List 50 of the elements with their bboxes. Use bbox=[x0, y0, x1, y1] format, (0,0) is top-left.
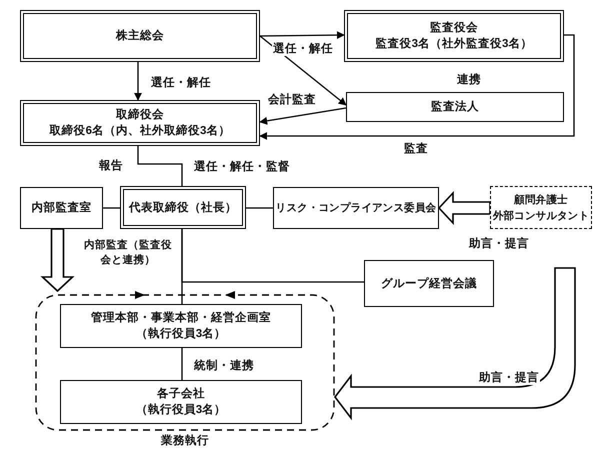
box-text: （執行役員3名） bbox=[136, 402, 226, 418]
block-arrow bbox=[334, 267, 576, 419]
block-arrow bbox=[40, 228, 75, 292]
org-box bbox=[120, 186, 246, 229]
box-text: 外部コンサルタント bbox=[492, 208, 590, 224]
org-box bbox=[346, 92, 564, 122]
edge-label: 会計監査 bbox=[267, 92, 317, 107]
arrow bbox=[259, 107, 346, 125]
group-label: 業務執行 bbox=[160, 433, 210, 448]
box-title: 管理本部・事業本部・経営企画室 bbox=[91, 310, 271, 326]
connector-line bbox=[181, 229, 183, 304]
box-title: 各子会社 bbox=[157, 386, 205, 402]
note-label: 連携 bbox=[456, 72, 482, 87]
org-box bbox=[273, 187, 439, 229]
edge-label: 統制・連携 bbox=[193, 358, 255, 373]
org-box bbox=[20, 100, 260, 146]
org-box bbox=[344, 10, 564, 62]
box-title: 内部監査室 bbox=[32, 200, 92, 216]
org-box bbox=[490, 186, 592, 229]
box-title: 代表取締役（社長） bbox=[129, 200, 237, 216]
box-title: グループ経営会議 bbox=[381, 276, 477, 292]
org-box bbox=[364, 260, 494, 307]
note-label: 報告 bbox=[98, 158, 124, 173]
org-box bbox=[20, 10, 260, 62]
box-title: リスク・コンプライアンス委員会 bbox=[276, 201, 436, 216]
connector-line bbox=[181, 348, 183, 380]
edge-label: 助言・提言 bbox=[468, 236, 530, 251]
arrow bbox=[260, 31, 345, 40]
edge-label: 監査 bbox=[403, 141, 429, 156]
box-title: 監査法人 bbox=[431, 99, 479, 115]
box-title: 顧問弁護士 bbox=[514, 192, 568, 208]
connector-line bbox=[246, 207, 273, 209]
box-text: 取締役6名（内、社外取締役3名） bbox=[50, 123, 230, 139]
edge-label: 助言・提言 bbox=[478, 370, 540, 385]
arrow bbox=[259, 34, 575, 140]
org-box bbox=[60, 380, 302, 424]
box-text: （執行役員3名） bbox=[136, 326, 226, 342]
box-text: 監査役3名（社外監査役3名） bbox=[376, 36, 532, 52]
edge-label: 選任・解任 bbox=[272, 41, 334, 56]
edge-label: 選任・解任 bbox=[150, 75, 212, 90]
edge-label: 選任・解任・監督 bbox=[193, 159, 291, 174]
org-box bbox=[60, 304, 302, 348]
connector-line bbox=[103, 207, 120, 209]
org-box bbox=[20, 187, 103, 229]
box-title: 株主総会 bbox=[116, 28, 164, 44]
arrow bbox=[134, 62, 142, 101]
block-arrow bbox=[438, 190, 491, 226]
box-title: 監査役会 bbox=[430, 20, 478, 36]
connector-line bbox=[137, 146, 183, 186]
box-title: 取締役会 bbox=[116, 107, 164, 123]
